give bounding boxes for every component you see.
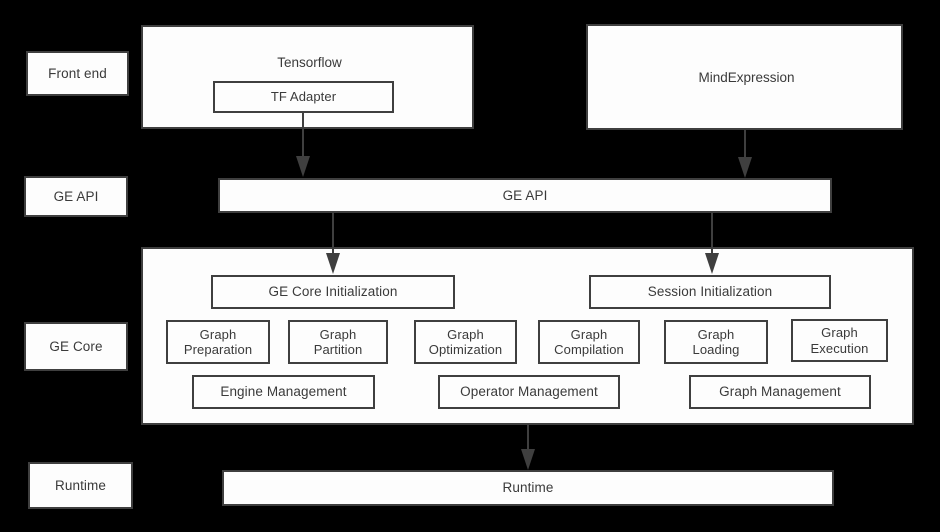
tf-adapter-box: TF Adapter: [213, 81, 394, 113]
graph-optimization-label-line1: Graph: [447, 326, 484, 342]
graph-execution-label-line1: Graph: [821, 325, 858, 341]
graph-preparation-box: Graph Preparation: [166, 320, 270, 364]
layer-label-runtime-text: Runtime: [55, 477, 106, 493]
ge-core-initialization-label: GE Core Initialization: [268, 284, 398, 300]
tensorflow-container: Tensorflow: [141, 25, 474, 129]
engine-management-label: Engine Management: [220, 384, 347, 400]
arrow-ge-core-to-runtime: [521, 425, 535, 470]
graph-execution-box: Graph Execution: [791, 319, 888, 362]
layer-label-ge-core-text: GE Core: [49, 338, 103, 354]
session-initialization-label: Session Initialization: [647, 284, 773, 300]
graph-partition-label-line1: Graph: [319, 326, 357, 342]
runtime-box: Runtime: [222, 470, 834, 506]
graph-optimization-box: Graph Optimization: [414, 320, 517, 364]
arrow-mindexpression-to-ge-api: [738, 130, 752, 178]
graph-compilation-label-line1: Graph: [570, 326, 608, 342]
ge-core-initialization-box: GE Core Initialization: [211, 275, 455, 309]
graph-loading-label-line1: Graph: [697, 326, 735, 342]
layer-label-runtime: Runtime: [28, 462, 133, 509]
ge-api-box: GE API: [218, 178, 832, 213]
graph-execution-label-line2: Execution: [810, 340, 869, 356]
graph-loading-box: Graph Loading: [664, 320, 768, 364]
graph-partition-box: Graph Partition: [288, 320, 388, 364]
graph-management-box: Graph Management: [689, 375, 871, 409]
graph-management-label: Graph Management: [719, 384, 841, 400]
engine-management-box: Engine Management: [192, 375, 375, 409]
runtime-label: Runtime: [502, 480, 554, 496]
layer-label-ge-api: GE API: [24, 176, 128, 217]
layer-label-ge-api-text: GE API: [53, 188, 99, 204]
graph-loading-label-line2: Loading: [692, 342, 740, 357]
layer-label-ge-core: GE Core: [24, 322, 128, 371]
graph-optimization-label-line2: Optimization: [428, 342, 503, 357]
ge-api-label: GE API: [502, 187, 548, 203]
mindexpression-title: MindExpression: [698, 70, 795, 85]
graph-preparation-label-line1: Graph: [199, 326, 237, 342]
graph-partition-label-line2: Partition: [313, 342, 363, 357]
graph-compilation-box: Graph Compilation: [538, 320, 640, 364]
session-initialization-box: Session Initialization: [589, 275, 831, 309]
graph-preparation-label-line2: Preparation: [183, 342, 253, 357]
tf-adapter-label: TF Adapter: [270, 89, 337, 105]
mindexpression-container: MindExpression: [586, 24, 903, 130]
operator-management-label: Operator Management: [460, 384, 598, 400]
tensorflow-title: Tensorflow: [277, 55, 342, 70]
layer-label-front-end: Front end: [26, 51, 129, 96]
operator-management-box: Operator Management: [438, 375, 620, 409]
layer-label-front-end-text: Front end: [48, 65, 107, 81]
graph-compilation-label-line2: Compilation: [554, 342, 624, 357]
